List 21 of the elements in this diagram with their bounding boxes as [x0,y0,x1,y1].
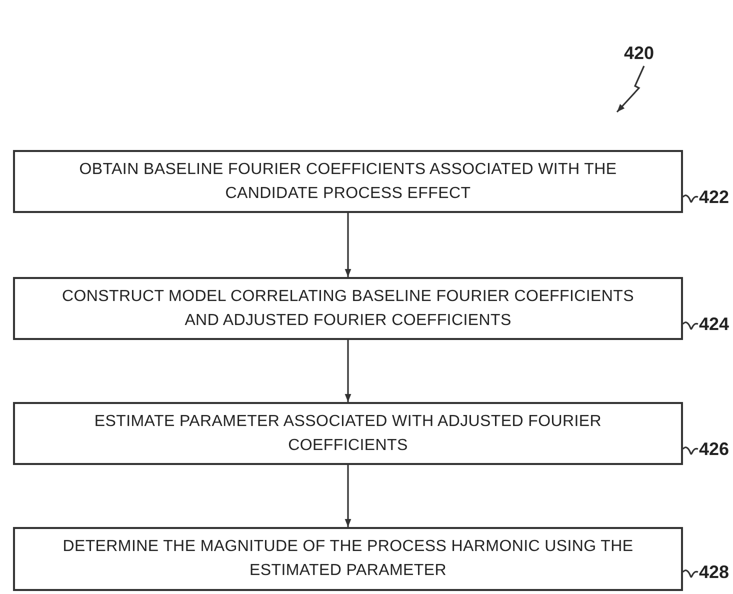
step-text: CONSTRUCT MODEL CORRELATING BASELINE FOURIER COEFFICIENTS AND ADJUSTED FOURIER COEFFICIENTS [60,286,636,330]
leader-line [682,570,698,578]
step-text: OBTAIN BASELINE FOURIER COEFFICIENTS ASSOCIATED WITH THE CANDIDATE PROCESS EFFECT [78,160,618,204]
step-text: ESTIMATE PARAMETER ASSOCIATED WITH ADJUSTED FOURIER COEFFICIENTS [93,412,603,456]
reference-numeral: 426 [699,438,730,460]
arrow [344,465,352,527]
process-box [13,527,683,591]
process-box [13,402,683,465]
reference-numeral: 428 [699,561,730,583]
reference-numeral: 424 [699,313,730,335]
arrow [344,213,352,277]
leader-line [682,446,698,454]
arrow [344,340,352,402]
leader-line [682,322,698,330]
reference-numeral: 422 [699,186,730,208]
step-text: DETERMINE THE MAGNITUDE OF THE PROCESS HARMONIC USING THE ESTIMATED PARAMETER [62,537,634,581]
process-box [13,150,683,213]
reference-arrow [616,66,645,113]
process-box [13,277,683,340]
reference-numeral: 420 [624,42,654,64]
leader-line [682,194,698,202]
